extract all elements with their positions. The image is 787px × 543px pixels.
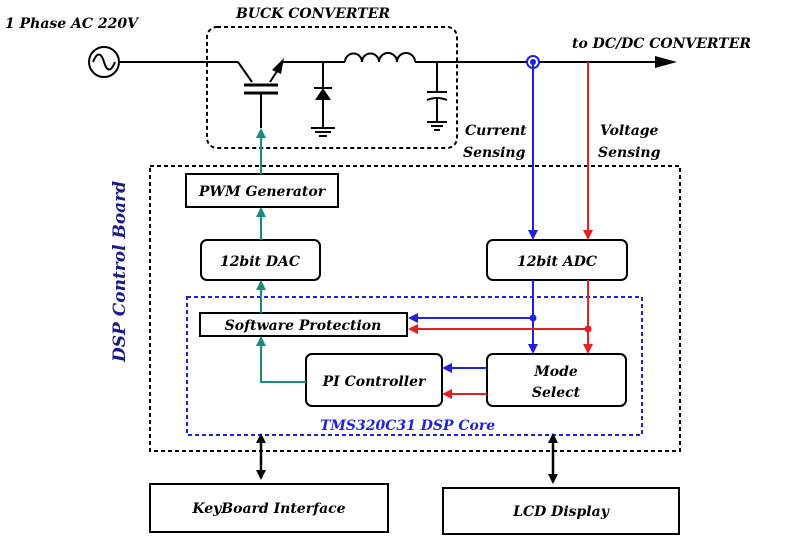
- current-sensing-label-1: Current: [465, 123, 527, 139]
- pwm-generator-label: PWM Generator: [198, 184, 327, 200]
- power-line: [119, 56, 677, 68]
- dac-block: 12bit DAC: [200, 239, 321, 281]
- freewheel-diode-icon: [311, 62, 335, 137]
- dsp-core-boundary: [186, 296, 643, 436]
- pi-controller-label: PI Controller: [322, 374, 427, 390]
- mode-select-label-1: Mode: [533, 364, 578, 380]
- buck-converter-label: BUCK CONVERTER: [235, 6, 390, 22]
- ac-source-icon: [88, 46, 120, 78]
- adc-label: 12bit ADC: [517, 254, 597, 270]
- voltage-sensing-label-1: Voltage: [600, 123, 659, 139]
- software-protection-block: Software Protection: [199, 312, 408, 337]
- voltage-sensing-label-2: Sensing: [598, 145, 661, 161]
- keyboard-interface-label: KeyBoard Interface: [191, 501, 345, 517]
- dac-label: 12bit DAC: [220, 254, 300, 270]
- current-sensing-label-2: Sensing: [463, 145, 526, 161]
- switch-transistor-icon: [237, 58, 284, 128]
- buck-converter-boundary: [206, 26, 458, 149]
- mode-select-label-2: Select: [532, 385, 581, 401]
- lcd-display-block: LCD Display: [442, 487, 680, 535]
- capacitor-icon: [426, 62, 448, 131]
- lcd-display-label: LCD Display: [512, 504, 610, 520]
- to-dcdc-label: to DC/DC CONVERTER: [572, 36, 751, 52]
- mode-select-block: Mode Select: [486, 353, 627, 407]
- inductor-icon: [344, 52, 416, 63]
- dsp-board-label: DSP Control Board: [110, 181, 130, 363]
- dsp-board-boundary: [149, 165, 681, 452]
- keyboard-interface-block: KeyBoard Interface: [149, 483, 389, 533]
- software-protection-label: Software Protection: [225, 318, 382, 334]
- dsp-core-label: TMS320C31 DSP Core: [320, 418, 495, 434]
- pi-controller-block: PI Controller: [305, 353, 443, 407]
- adc-block: 12bit ADC: [486, 239, 628, 281]
- pwm-generator-block: PWM Generator: [185, 173, 339, 208]
- peripheral-links: [256, 433, 558, 484]
- voltage-sensing-path: [408, 62, 593, 399]
- current-sensing-path: [408, 59, 538, 373]
- ac-source-label: 1 Phase AC 220V: [5, 16, 140, 32]
- control-path: [256, 128, 306, 383]
